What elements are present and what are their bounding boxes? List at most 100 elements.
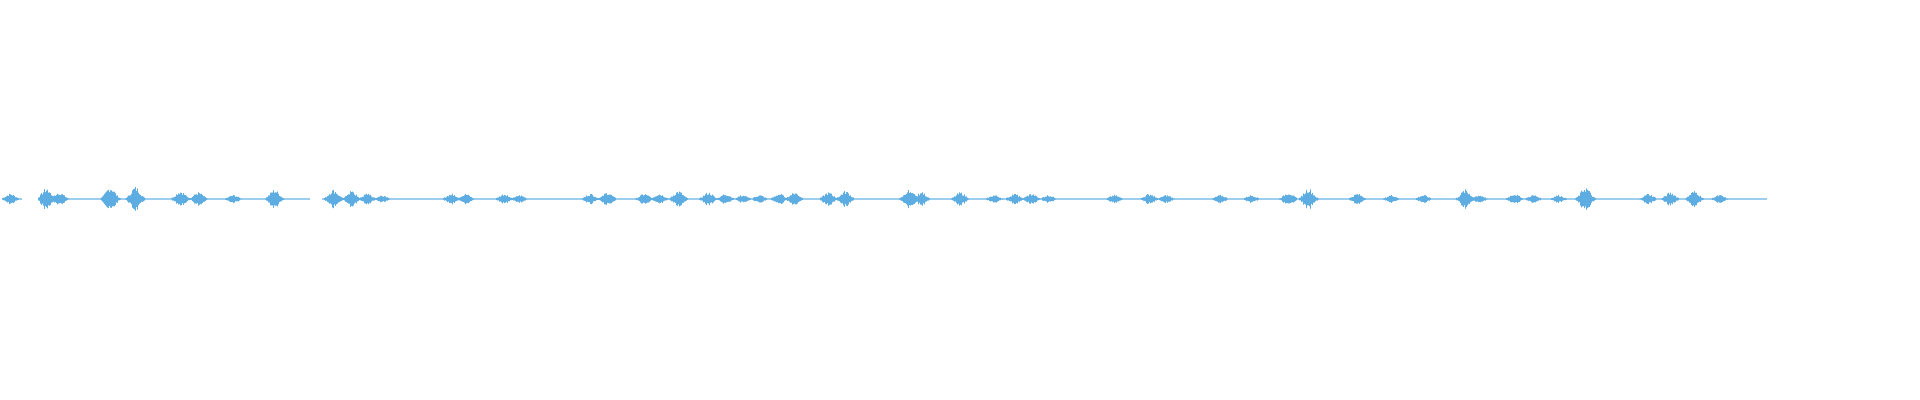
waveform-sample (42, 194, 43, 204)
waveform-sample (472, 197, 473, 201)
waveform-sample (372, 197, 373, 201)
waveform-sample (752, 198, 753, 200)
waveform-sample (795, 193, 796, 205)
waveform-sample (710, 195, 711, 203)
waveform-sample (858, 198, 859, 200)
waveform-sample (1411, 198, 1412, 200)
waveform-sample (1133, 198, 1134, 200)
waveform-sample (1254, 196, 1255, 202)
waveform-sample (201, 193, 202, 205)
waveform-sample (1244, 198, 1245, 200)
waveform-sample (495, 198, 496, 200)
waveform-sample (1602, 198, 1603, 200)
waveform-sample (1677, 197, 1678, 201)
waveform-sample (165, 198, 166, 200)
waveform-sample (1616, 198, 1617, 200)
waveform-sample (779, 194, 780, 204)
waveform-sample (1007, 197, 1008, 201)
waveform-sample (1422, 195, 1423, 203)
waveform-sample (607, 195, 608, 203)
waveform-sample (1715, 196, 1716, 202)
waveform-sample (11, 195, 12, 203)
waveform-sample (95, 198, 96, 200)
waveform-sample (908, 190, 909, 209)
waveform-sample (574, 198, 575, 200)
waveform-sample (1648, 194, 1649, 205)
waveform-sample (842, 194, 843, 204)
waveform-sample (971, 198, 972, 200)
waveform-sample (927, 197, 928, 201)
waveform-sample (1376, 198, 1377, 200)
waveform-sample (989, 197, 990, 201)
waveform-sample (1448, 198, 1449, 200)
waveform-sample (753, 197, 754, 201)
waveform-sample (1349, 198, 1350, 200)
waveform-sample (1377, 198, 1378, 200)
waveform-sample (1318, 198, 1319, 200)
waveform-sample (113, 191, 114, 207)
waveform-sample (186, 195, 187, 203)
waveform-sample (1369, 198, 1370, 200)
waveform-sample (392, 198, 393, 200)
waveform-sample (505, 195, 506, 203)
waveform-sample (54, 195, 55, 203)
waveform-sample (522, 196, 523, 202)
waveform-sample (669, 198, 670, 200)
waveform-sample (74, 198, 75, 200)
waveform-sample (728, 196, 729, 202)
waveform-sample (1698, 195, 1699, 203)
waveform-sample (772, 197, 773, 201)
waveform-sample (555, 198, 556, 200)
waveform-sample (1539, 198, 1540, 200)
waveform-sample (197, 194, 198, 204)
waveform-sample (1301, 195, 1302, 202)
waveform-sample (1596, 198, 1597, 200)
waveform-sample (47, 189, 48, 209)
waveform-sample (1586, 188, 1587, 210)
waveform-sample (1480, 195, 1481, 203)
waveform-sample (1385, 197, 1386, 201)
waveform-sample (566, 198, 567, 200)
waveform-sample (378, 196, 379, 202)
waveform-sample (369, 195, 370, 203)
waveform-sample (126, 198, 127, 200)
waveform-sample (1200, 198, 1201, 200)
waveform-sample (1395, 197, 1396, 201)
waveform-sample (465, 193, 466, 205)
waveform-sample (1483, 197, 1484, 201)
waveform-sample (1659, 198, 1660, 200)
waveform-sample (1717, 195, 1718, 203)
waveform-sample (640, 195, 641, 203)
waveform-sample (447, 195, 448, 203)
waveform-sample (300, 198, 301, 200)
waveform-sample (1026, 196, 1027, 202)
waveform-sample (1185, 198, 1186, 200)
waveform-sample (146, 198, 147, 200)
waveform-sample (175, 196, 176, 202)
waveform-sample (1381, 198, 1382, 200)
waveform-sample (168, 198, 169, 200)
waveform-sample (1579, 195, 1580, 203)
waveform-sample (1449, 198, 1450, 200)
waveform-sample (1682, 198, 1683, 200)
waveform-sample (302, 198, 303, 200)
waveform-sample (63, 195, 64, 203)
waveform-sample (45, 192, 46, 206)
waveform-sample (377, 197, 378, 201)
waveform-sample (322, 198, 323, 200)
waveform-sample (1443, 198, 1444, 200)
waveform-sample (1473, 197, 1474, 201)
waveform-sample (1657, 198, 1658, 200)
waveform-sample (281, 196, 282, 202)
waveform-sample (492, 198, 493, 200)
waveform-sample (530, 198, 531, 200)
waveform-sample (721, 196, 722, 202)
waveform-sample (182, 194, 183, 204)
waveform-sample (1535, 195, 1536, 203)
waveform-sample (266, 197, 267, 201)
waveform-sample (1093, 198, 1094, 200)
waveform-sample (1418, 196, 1419, 201)
waveform-sample (1045, 196, 1046, 202)
waveform-sample (840, 195, 841, 203)
